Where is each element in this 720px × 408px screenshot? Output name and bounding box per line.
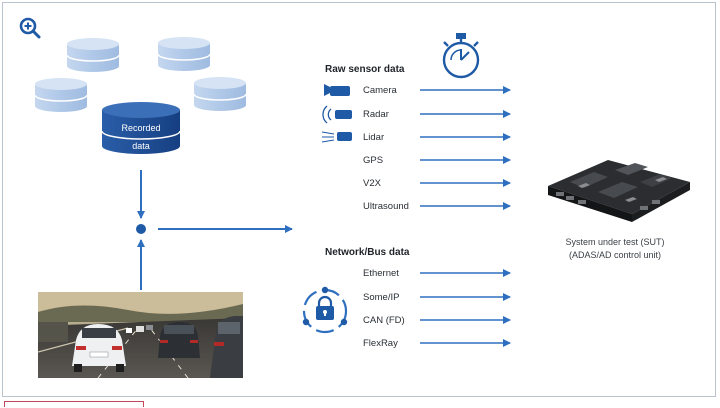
stopwatch-icon [442, 33, 480, 79]
sensor-item-camera: Camera [363, 85, 397, 96]
recorded-data-label-line1: Recorded [121, 123, 161, 133]
sensor-item-radar: Radar [363, 109, 389, 120]
database-light-2 [157, 37, 211, 71]
recorded-data-database [101, 102, 181, 154]
raw-sensor-title: Raw sensor data [325, 64, 405, 75]
control-unit-board [548, 160, 690, 222]
bus-item-someip: Some/IP [363, 292, 400, 303]
radar-icon [322, 105, 352, 124]
sensor-item-lidar: Lidar [363, 132, 385, 143]
bus-item-flexray: FlexRay [363, 338, 398, 349]
bus-item-can: CAN (FD) [363, 315, 405, 326]
network-bus-title: Network/Bus data [325, 247, 410, 258]
sensor-item-v2x: V2X [363, 178, 381, 189]
lidar-icon [321, 131, 352, 143]
bus-item-ethernet: Ethernet [363, 268, 399, 279]
zoom-in-icon[interactable] [18, 16, 42, 40]
camera-icon [324, 84, 350, 96]
traffic-photo [38, 292, 243, 378]
database-light-4 [193, 77, 247, 111]
merge-node [136, 224, 146, 234]
sut-label-line2: (ADAS/AD control unit) [568, 250, 662, 260]
sensor-item-ultrasound: Ultrasound [363, 201, 409, 212]
sut-label-line1: System under test (SUT) [565, 237, 665, 247]
database-light-3 [34, 78, 88, 112]
database-light-1 [66, 38, 120, 72]
recorded-data-label-line2: data [132, 141, 150, 151]
bottom-tab[interactable] [4, 401, 144, 407]
network-lock-icon [302, 286, 348, 334]
sensor-item-gps: GPS [363, 155, 384, 166]
